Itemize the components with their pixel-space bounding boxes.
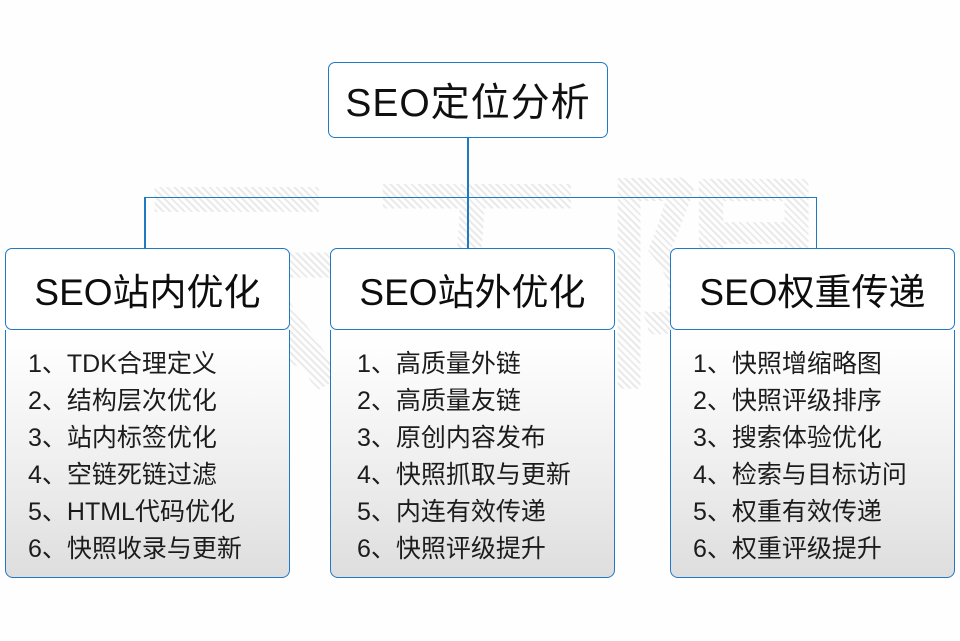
branch-header-seo-weight[interactable]: SEO权重传递	[670, 248, 955, 330]
list-item: 2、快照评级排序	[693, 387, 882, 415]
list-item: 3、原创内容发布	[357, 424, 546, 452]
branch-header-title: SEO站外优化	[359, 272, 586, 313]
branch-column-seo-offsite: SEO站外优化 1、高质量外链 2、高质量友链 3、原创内容发布 4、快照抓取与…	[330, 248, 615, 578]
list-item: 2、高质量友链	[357, 387, 521, 415]
branch-body-seo-onsite: 1、TDK合理定义 2、结构层次优化 3、站内标签优化 4、空链死链过滤 5、H…	[5, 330, 290, 578]
connector-drop-col3	[815, 196, 818, 249]
list-item: 4、检索与目标访问	[693, 461, 907, 489]
list-item: 6、快照收录与更新	[28, 535, 242, 563]
branch-header-title: SEO权重传递	[699, 272, 926, 313]
list-item: 1、高质量外链	[357, 350, 521, 378]
root-node-title: SEO定位分析	[345, 82, 591, 125]
branch-body-seo-weight: 1、快照增缩略图 2、快照评级排序 3、搜索体验优化 4、检索与目标访问 5、权…	[670, 330, 955, 578]
connector-root-trunk	[467, 138, 469, 198]
connector-drop-col1	[144, 196, 146, 249]
list-item: 2、结构层次优化	[28, 387, 217, 415]
list-item: 6、权重评级提升	[693, 535, 882, 563]
branch-header-title: SEO站内优化	[34, 272, 261, 313]
branch-header-seo-offsite[interactable]: SEO站外优化	[330, 248, 615, 330]
list-item: 5、内连有效传递	[357, 498, 546, 526]
list-item: 5、HTML代码优化	[28, 498, 235, 526]
list-item: 4、快照抓取与更新	[357, 461, 571, 489]
list-item: 3、搜索体验优化	[693, 424, 882, 452]
branch-column-seo-onsite: SEO站内优化 1、TDK合理定义 2、结构层次优化 3、站内标签优化 4、空链…	[5, 248, 290, 578]
branch-header-seo-onsite[interactable]: SEO站内优化	[5, 248, 290, 330]
connector-drop-col2	[467, 196, 469, 249]
list-item: 6、快照评级提升	[357, 535, 546, 563]
list-item: 1、TDK合理定义	[28, 350, 217, 378]
branch-column-seo-weight: SEO权重传递 1、快照增缩略图 2、快照评级排序 3、搜索体验优化 4、检索与…	[670, 248, 955, 578]
list-item: 5、权重有效传递	[693, 498, 882, 526]
list-item: 3、站内标签优化	[28, 424, 217, 452]
branch-body-seo-offsite: 1、高质量外链 2、高质量友链 3、原创内容发布 4、快照抓取与更新 5、内连有…	[330, 330, 615, 578]
list-item: 4、空链死链过滤	[28, 461, 217, 489]
root-node[interactable]: SEO定位分析	[328, 62, 608, 138]
list-item: 1、快照增缩略图	[693, 350, 882, 378]
connector-horizontal-bus	[144, 196, 817, 199]
